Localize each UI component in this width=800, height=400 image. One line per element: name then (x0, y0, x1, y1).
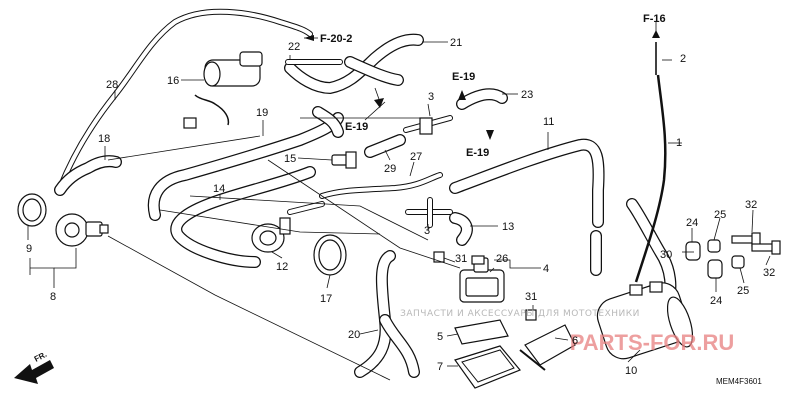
label-6: 6 (572, 335, 578, 347)
label-9: 9 (26, 243, 32, 255)
bolt-31 (433, 251, 537, 321)
air-valve-12 (251, 201, 325, 253)
label-32b: 32 (763, 267, 775, 279)
label-31a: 31 (455, 253, 467, 265)
ref-e19-bottom: E-19 (466, 147, 489, 159)
bolt-32 (731, 232, 781, 255)
gasket-5 (454, 319, 509, 345)
label-1: 1 (676, 137, 682, 149)
pipe-3b (405, 197, 453, 228)
cover-7 (454, 345, 521, 389)
ref-f16: F-16 (643, 13, 666, 25)
hose-28 (57, 8, 313, 191)
hose-23 (456, 88, 508, 110)
label-10: 10 (625, 365, 637, 377)
drawing-code: MEM4F3601 (716, 377, 762, 386)
label-29: 29 (384, 163, 396, 175)
pipe-3 (403, 115, 453, 135)
watermark-caption: ЗАПЧАСТИ И АКСЕССУАРЫ ДЛЯ МОТОТЕХНИКИ (400, 309, 640, 319)
label-11: 11 (543, 116, 554, 128)
label-24b: 24 (710, 295, 722, 307)
watermark-logo: PARTS-FOR.RU (570, 330, 735, 355)
label-30: 30 (660, 249, 672, 261)
plug-26 (471, 255, 485, 265)
ref-f20-2: F-20-2 (320, 33, 352, 45)
label-23: 23 (521, 89, 533, 101)
hose-29 (364, 134, 406, 158)
hose-18 (54, 155, 122, 196)
label-4: 4 (543, 263, 549, 275)
label-2: 2 (680, 53, 686, 65)
reference-arrows (304, 30, 660, 140)
cable-1 (634, 42, 667, 283)
hose-20 (354, 250, 420, 378)
label-22: 22 (288, 41, 300, 53)
hose-14 (170, 166, 316, 268)
solenoid-valve-16 (183, 51, 263, 129)
hose-19 (147, 106, 344, 221)
label-18: 18 (98, 133, 110, 145)
canister-10 (596, 281, 694, 360)
bolt-15 (331, 151, 357, 169)
label-16: 16 (167, 75, 179, 87)
label-21: 21 (450, 37, 462, 49)
label-24a: 24 (686, 217, 698, 229)
label-25a: 25 (714, 209, 726, 221)
collar-25 (707, 239, 745, 269)
label-27: 27 (410, 151, 422, 163)
front-marker: FR. (33, 350, 49, 364)
label-3a: 3 (428, 91, 434, 103)
hose-27 (319, 172, 443, 199)
label-15: 15 (284, 153, 296, 165)
label-17: 17 (320, 293, 332, 305)
ref-e19-left: E-19 (345, 121, 368, 133)
label-25b: 25 (737, 285, 749, 297)
clamp-9 (17, 193, 47, 227)
label-5: 5 (437, 331, 443, 343)
label-28: 28 (106, 79, 118, 91)
front-arrow-icon (14, 360, 54, 384)
label-7: 7 (437, 361, 443, 373)
leader-lines (27, 22, 771, 381)
hose-21 (284, 33, 424, 94)
clamp-6 (519, 324, 576, 371)
label-26: 26 (496, 253, 508, 265)
label-31b: 31 (525, 291, 537, 303)
clamp-17 (313, 234, 347, 276)
label-14: 14 (213, 183, 225, 195)
label-32a: 32 (745, 199, 757, 211)
air-valve-left (55, 213, 109, 247)
label-19: 19 (256, 107, 268, 119)
label-3b: 3 (424, 225, 430, 237)
label-8: 8 (50, 291, 56, 303)
bracket-4 (459, 257, 505, 303)
ref-e19-top: E-19 (452, 71, 475, 83)
label-20: 20 (348, 329, 360, 341)
label-13: 13 (502, 221, 514, 233)
hose-11 (449, 138, 605, 276)
label-12: 12 (276, 261, 288, 273)
grommet-24 (685, 241, 723, 279)
hose-13 (449, 212, 473, 246)
